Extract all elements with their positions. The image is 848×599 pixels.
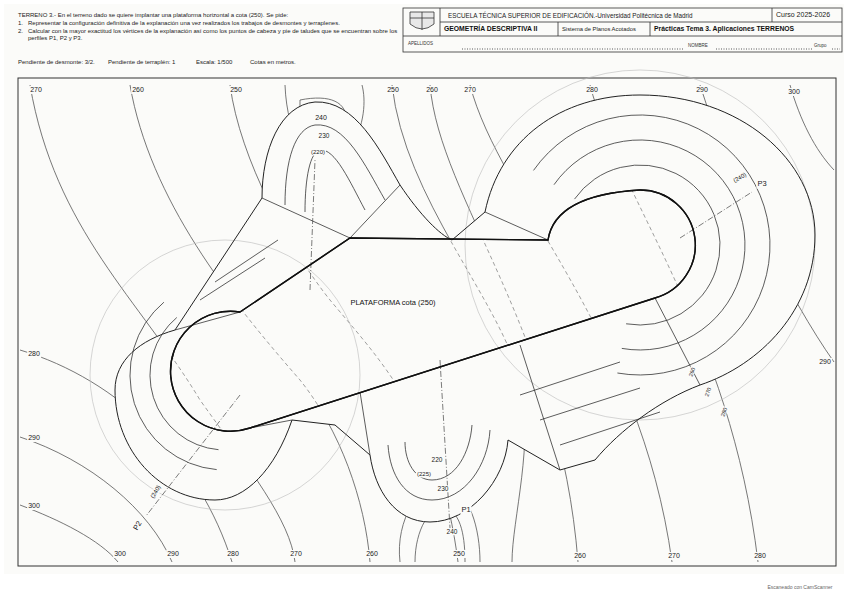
elevation-label: 270 <box>463 86 477 94</box>
sheet-text: Cotas en metros. <box>250 59 296 66</box>
elevation-label: 250 <box>229 86 243 94</box>
elevation-label: 300 <box>113 550 127 558</box>
elevation-label: 260 <box>573 552 587 560</box>
watermark: Escaneado con CamScanner <box>767 585 832 591</box>
elevation-label: 290 <box>27 434 41 442</box>
elevation-label: P1 <box>460 506 471 515</box>
sheet-text: NOMBRE <box>688 43 708 48</box>
elevation-label: 280 <box>226 550 240 558</box>
sheet-text: Pendiente de desmonte: 3/2. <box>18 59 95 66</box>
elevation-label: 290 <box>695 86 709 94</box>
sheet-text: Sistema de Planos Acotados <box>562 26 636 33</box>
elevation-label: 250 <box>452 550 466 558</box>
sheet-text: Escala: 1/500 <box>196 59 232 66</box>
sheet-text: 2. <box>18 28 23 35</box>
elevation-label: 250 <box>386 86 400 94</box>
elevation-label: 260 <box>365 550 379 558</box>
sheet-text: GEOMETRÍA DESCRIPTIVA II <box>444 25 537 33</box>
sheet-text: Grupo <box>814 43 827 48</box>
elevation-label: 280 <box>585 86 599 94</box>
elevation-label: 280 <box>27 350 41 358</box>
elevation-label: P3 <box>756 180 767 189</box>
sheet-text: Representar la configuración definitiva … <box>28 20 340 27</box>
sheet-text: TERRENO 3.- En el terreno dado se quiere… <box>18 12 288 19</box>
elevation-label: 270 <box>289 550 303 558</box>
elevation-label: 280 <box>753 552 767 560</box>
elevation-label: 220 <box>431 456 444 463</box>
elevation-label: 230 <box>437 485 450 492</box>
elevation-label: 260 <box>425 86 439 94</box>
sheet-text: APELLIDOS <box>408 41 433 46</box>
elevation-label: (225) <box>416 471 432 478</box>
platform-outline <box>165 188 700 432</box>
elevation-label: 230 <box>318 132 331 139</box>
elevation-label: (220) <box>310 149 326 156</box>
elevation-label: 300 <box>27 502 41 510</box>
elevation-label: 270 <box>29 86 43 94</box>
elevation-label: 240 <box>314 114 328 122</box>
sheet-text: Calcular con la mayor exactitud los vért… <box>28 28 398 42</box>
platform-label: PLATAFORMA cota (250) <box>348 298 437 307</box>
sheet-text: ESCUELA TÉCNICA SUPERIOR DE EDIFICACIÓN.… <box>448 12 693 19</box>
sheet-text: Pendiente de terraplén: 1 <box>108 59 175 66</box>
elevation-label: 270 <box>667 552 681 560</box>
sheet-text: Curso 2025-2026 <box>776 11 830 19</box>
elevation-label: 240 <box>446 528 459 535</box>
elevation-label: 260 <box>131 86 145 94</box>
elevation-label: 290 <box>818 358 832 366</box>
sheet-text: 1. <box>18 20 23 27</box>
sheet-text: Prácticas Tema 3. Aplicaciones TERRENOS <box>654 25 794 33</box>
elevation-label: 290 <box>166 550 180 558</box>
platform-area: PLATAFORMA cota (250) <box>165 188 700 432</box>
elevation-label: 300 <box>787 88 801 96</box>
